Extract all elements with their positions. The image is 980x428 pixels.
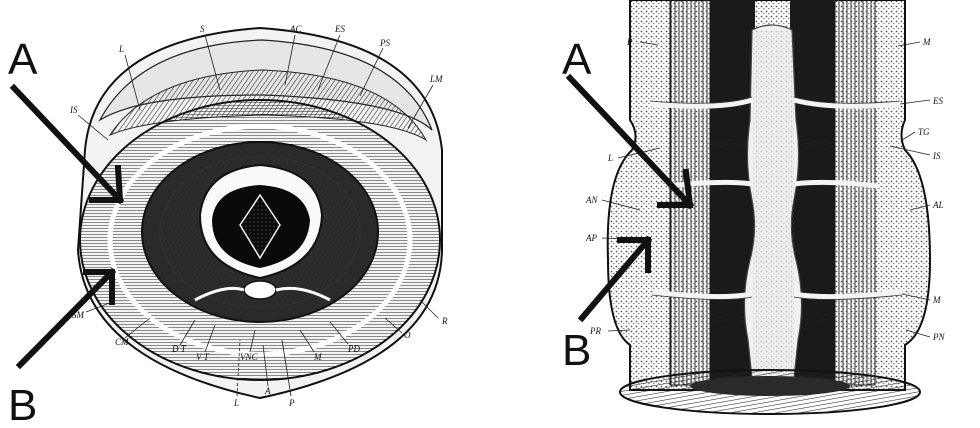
callout-label-b-right: B <box>562 326 591 375</box>
label-p: P <box>288 398 295 408</box>
label-al: AL <box>932 200 944 210</box>
label-tg: TG <box>918 127 930 137</box>
label-s: S <box>200 24 205 34</box>
callout-arrow-b <box>20 272 112 365</box>
ventral-nerve-cord <box>244 281 276 299</box>
label-m-top: M <box>922 37 931 47</box>
label-m-mid: M <box>932 295 941 305</box>
label-l-top: L <box>118 44 124 54</box>
callout-label-a-right: A <box>562 35 592 84</box>
label-cm: CM <box>115 337 129 347</box>
label-p-top: P <box>626 37 633 47</box>
nerve-cord-texture <box>752 30 794 378</box>
label-l-right: L <box>607 153 613 163</box>
label-vnc: VNC <box>240 352 259 362</box>
label-es-right: ES <box>932 96 943 106</box>
bottom-disc-core <box>690 376 850 396</box>
cross-section-drawing: L S AC ES PS LM IS R O SM CM D T V T VNC… <box>0 0 490 428</box>
label-ac: AC <box>289 24 302 34</box>
label-vt: V T <box>196 352 210 362</box>
label-ap: AP <box>585 233 597 243</box>
label-r: R <box>441 316 448 326</box>
label-es: ES <box>334 24 345 34</box>
label-l-bottom: L <box>233 398 239 408</box>
longitudinal-muscle-right <box>835 0 875 385</box>
callout-label-b: B <box>8 381 37 428</box>
label-m: M <box>313 352 322 362</box>
label-a-small: A <box>264 386 271 396</box>
label-dt: D T <box>171 344 187 354</box>
label-ps: PS <box>379 38 390 48</box>
label-lm: LM <box>429 74 443 84</box>
callout-label-a: A <box>8 35 38 84</box>
longitudinal-section-drawing: P M ES TG IS L AN AL AP M PR PN A B <box>490 0 980 428</box>
label-o: O <box>404 330 411 340</box>
label-is-right: IS <box>932 151 941 161</box>
longitudinal-section-figure: P M ES TG IS L AN AL AP M PR PN A B <box>490 0 980 428</box>
label-pd: PD <box>347 344 360 354</box>
label-an: AN <box>585 195 598 205</box>
label-is: IS <box>69 105 78 115</box>
label-pn: PN <box>932 332 945 342</box>
cross-section-figure: L S AC ES PS LM IS R O SM CM D T V T VNC… <box>0 0 490 428</box>
